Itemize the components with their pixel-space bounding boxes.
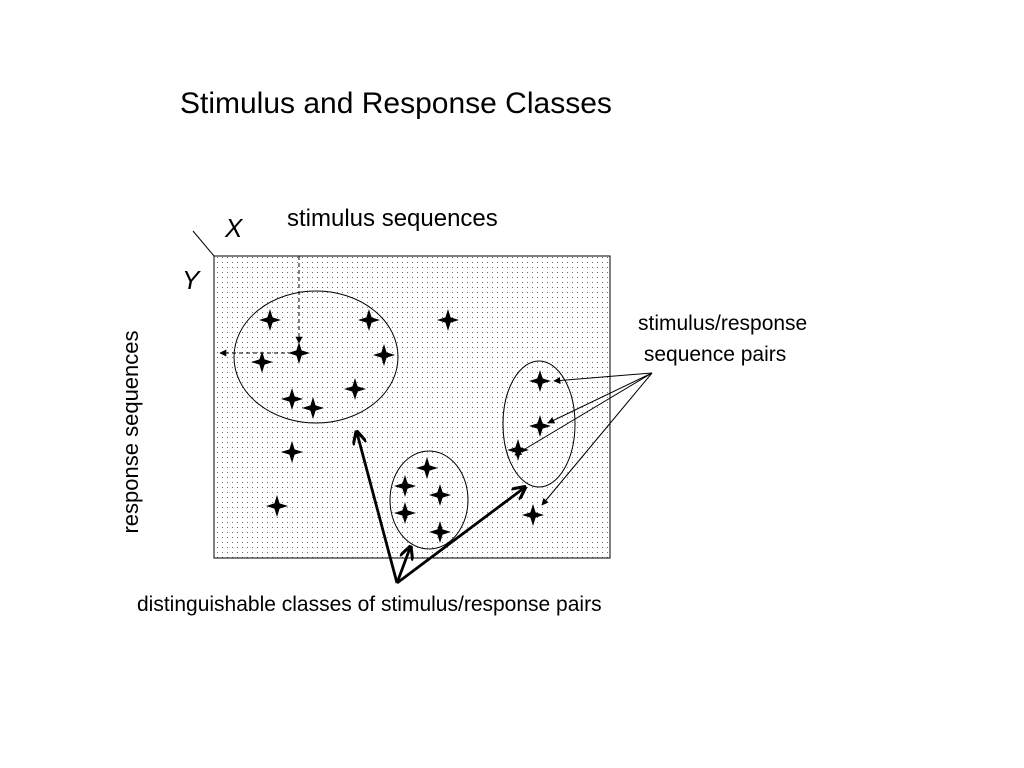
pair-marker-star-icon [251,351,273,373]
pair-marker-star-icon [358,309,380,331]
pair-marker-star-icon [416,457,438,479]
y-axis-symbol: Y [182,265,200,295]
classes-pointer-arrows [357,433,524,585]
pair-marker-star-icon [394,475,416,497]
pair-marker-star-icon [266,495,288,517]
classes-arrow-2 [395,548,410,584]
pair-marker-star-icon [281,441,303,463]
pair-marker-star-icon [429,521,451,543]
stimulus-sequences-label: stimulus sequences [287,205,498,232]
pair-marker-star-icon [288,342,310,364]
pair-marker-star-icon [507,439,529,461]
classes-arrow-1 [357,433,399,584]
classes-label: distinguishable classes of stimulus/resp… [137,593,602,616]
pair-marker-star-icon [394,502,416,524]
pair-marker-star-icon [522,504,544,526]
classes-arrow-3 [396,488,524,585]
pairs-arrow-3 [514,372,653,456]
pair-marker-star-icon [429,484,451,506]
pair-marker-star-icon [259,309,281,331]
class-ellipse-right [502,360,576,488]
pair-marker-star-icon [344,378,366,400]
response-sequences-label: response sequences [118,330,143,534]
pairs-arrow-1 [553,372,653,384]
pair-marker-star-icon [529,415,551,437]
pair-marker-star-icon [437,309,459,331]
corner-diagonal-line [192,230,215,257]
pair-marker-star-icon [529,370,551,392]
pairs-pointer-arrows [514,372,653,506]
pairs-label: stimulus/response sequence pairs [638,312,808,366]
x-axis-symbol: X [225,213,243,243]
pair-marker-star-icon [373,344,395,366]
class-ellipse-large [233,290,399,424]
pairs-arrow-2 [547,372,653,424]
page-title: Stimulus and Response Classes [180,87,612,120]
pair-markers [251,309,551,543]
pairs-arrow-4 [541,372,653,506]
class-ellipse-middle [389,450,469,550]
pair-marker-star-icon [302,397,324,419]
pair-marker-star-icon [281,388,303,410]
